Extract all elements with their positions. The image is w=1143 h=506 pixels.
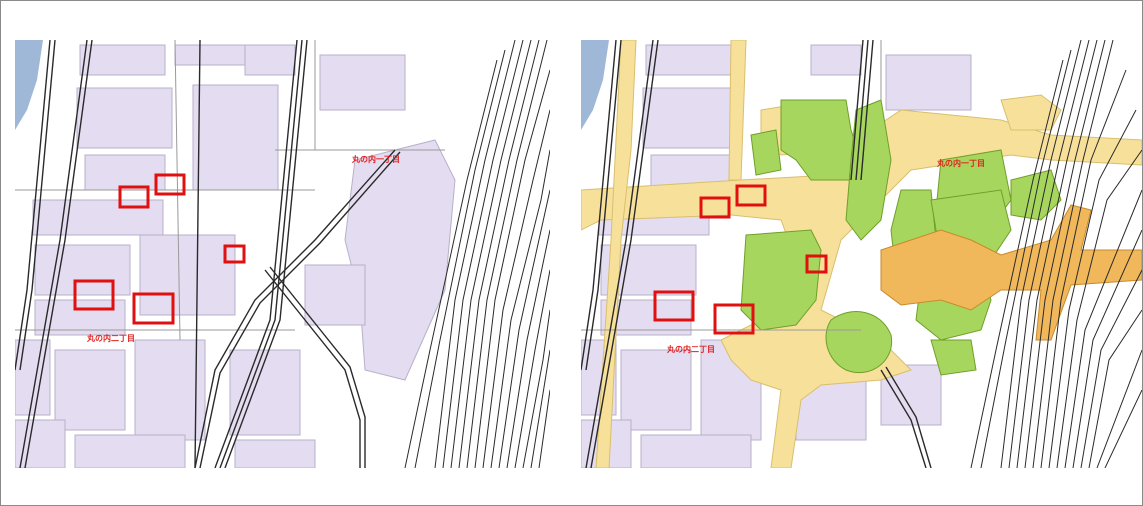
- highlight-box: [735, 184, 767, 207]
- railway-lines: [15, 40, 401, 468]
- highlight-box: [118, 185, 150, 209]
- place-label: 丸の内二丁目: [667, 345, 715, 354]
- map-panel-right: 丸の内一丁目 丸の内二丁目: [581, 40, 1142, 468]
- water-area: [581, 40, 609, 130]
- water-area: [15, 40, 43, 130]
- map-right-svg: [581, 40, 1142, 468]
- highlight-box: [805, 254, 828, 274]
- highlight-box: [713, 303, 755, 335]
- railway-yard-lines: [404, 40, 550, 468]
- highlight-box: [653, 290, 695, 322]
- road-lines: [581, 40, 882, 331]
- highlight-boxes: [653, 184, 828, 335]
- road-lines: [15, 40, 445, 341]
- highlight-boxes: [73, 173, 246, 325]
- railway-lines: [581, 40, 932, 468]
- place-label: 丸の内二丁目: [87, 334, 135, 343]
- highlight-box: [699, 196, 731, 219]
- map-panel-left: 丸の内一丁目 丸の内二丁目: [15, 40, 550, 468]
- highlight-box: [73, 279, 115, 311]
- highlight-box: [223, 244, 246, 264]
- building-blocks: [15, 44, 456, 468]
- underground-orange: [880, 204, 1142, 341]
- map-left-svg: [15, 40, 550, 468]
- highlight-box: [132, 292, 175, 325]
- railway-yard-lines: [970, 40, 1142, 468]
- place-label: 丸の内一丁目: [352, 155, 400, 164]
- highlight-box: [154, 173, 186, 196]
- place-label: 丸の内一丁目: [937, 159, 985, 168]
